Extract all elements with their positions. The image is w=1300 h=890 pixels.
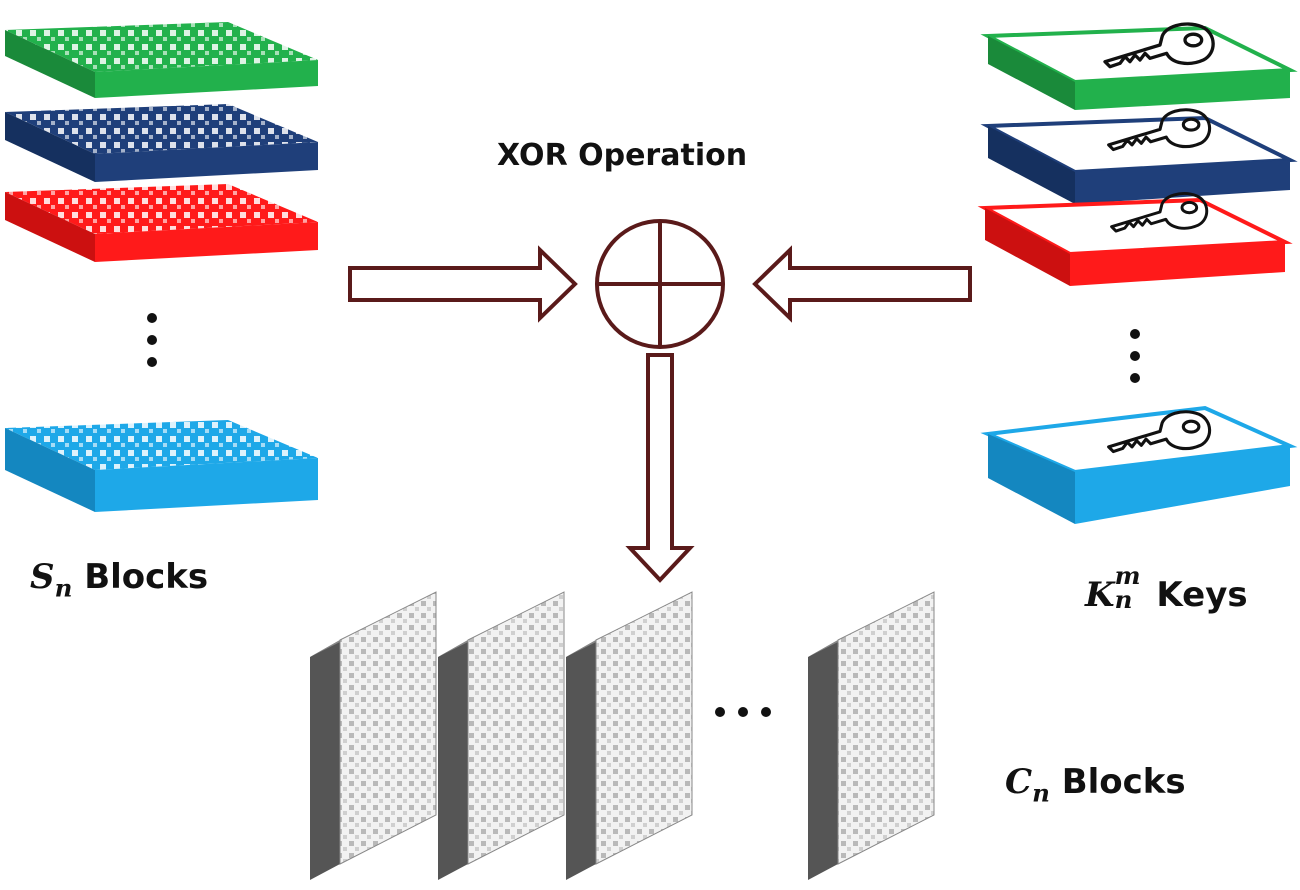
arrow-left — [752, 245, 972, 323]
xor-operation-title: XOR Operation — [497, 138, 747, 173]
k-symbol: K — [1085, 575, 1115, 615]
s-blocks-stack — [5, 22, 318, 512]
s-blocks-label: Sn Blocks — [30, 557, 208, 603]
c-word: Blocks — [1061, 762, 1186, 802]
k-ellipsis-dots — [1130, 329, 1140, 383]
k-keys-stack — [977, 24, 1298, 524]
k-key-red — [977, 197, 1293, 286]
arrow-right — [348, 245, 578, 323]
s-block-navy — [5, 104, 318, 182]
k-word: Keys — [1156, 575, 1248, 615]
s-subscript: n — [54, 573, 73, 603]
xor-title-text: XOR Operation — [497, 138, 748, 173]
s-ellipsis-dots — [147, 313, 157, 367]
xor-circle-plus-icon — [595, 219, 725, 349]
k-key-light-blue — [980, 405, 1298, 524]
k-key-green — [980, 25, 1298, 110]
s-block-red — [5, 184, 318, 262]
s-symbol: S — [30, 557, 55, 597]
c-ellipsis-dots — [715, 707, 771, 717]
c-block — [566, 591, 693, 880]
s-block-green — [5, 22, 318, 98]
c-subscript: n — [1032, 778, 1050, 808]
c-block — [808, 591, 935, 880]
c-symbol: C — [1005, 762, 1033, 802]
c-block — [438, 591, 565, 880]
arrow-down — [625, 353, 695, 583]
c-block — [310, 591, 437, 880]
c-blocks-row — [310, 591, 935, 880]
c-blocks-label: Cn Blocks — [1005, 762, 1186, 808]
k-key-navy — [980, 115, 1298, 204]
k-subscript: n — [1114, 585, 1133, 615]
s-word: Blocks — [84, 557, 209, 597]
s-block-light-blue — [5, 420, 318, 512]
k-superscript: m — [1114, 560, 1141, 590]
